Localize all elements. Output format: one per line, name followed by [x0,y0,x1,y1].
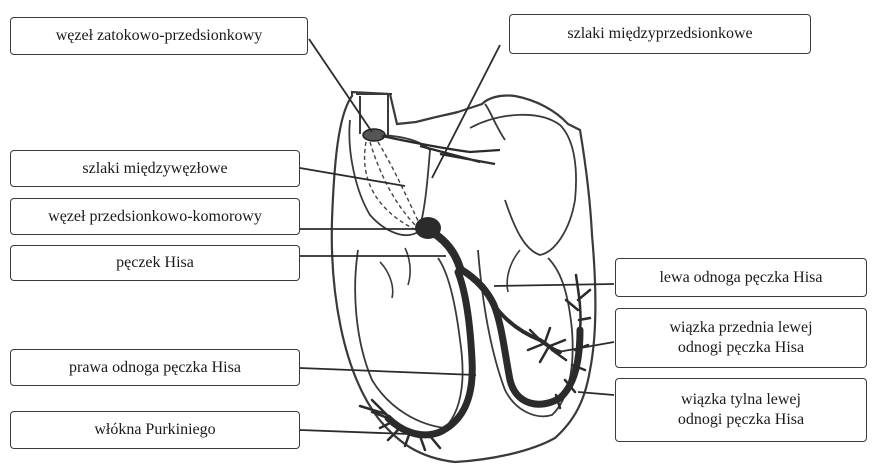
label-left-posterior-fascicle: wiązka tylna lewej odnogi pęczka Hisa [615,378,867,442]
pointer-internodal [300,168,405,186]
label-purkinje-fibers: włókna Purkiniego [10,411,300,449]
bundle-of-his-path [432,232,460,268]
label-left-anterior-fascicle-line2: odnogi pęczka Hisa [678,338,804,358]
left-atrium-outline [470,115,576,255]
internodal-pathway-anterior [378,142,420,225]
label-left-anterior-fascicle-line1: wiązka przednia lewej [669,318,812,338]
right-ventricle-outline [355,250,462,428]
label-left-posterior-fascicle-line1: wiązka tylna lewej [681,390,801,410]
label-av-node: węzeł przedsionkowo-komorowy [10,198,300,235]
label-sa-node: węzeł zatokowo-przedsionkowy [10,17,308,55]
left-atrium-appendage [485,104,505,140]
label-bundle-of-his: pęczek Hisa [10,245,300,281]
pointer-anterior-fascicle [558,342,614,352]
label-interatrial-pathways: szlaki międzyprzedsionkowe [509,14,811,54]
label-left-bundle-branch: lewa odnoga pęczka Hisa [615,258,867,297]
label-left-anterior-fascicle: wiązka przednia lewej odnogi pęczka Hisa [615,308,867,368]
pointer-right-branch [300,368,476,375]
pointer-sa-node [309,39,372,132]
label-internodal-pathways: szlaki międzywęzłowe [10,150,300,187]
sa-node [363,129,385,141]
label-left-posterior-fascicle-line2: odnogi pęczka Hisa [678,410,804,430]
label-right-bundle-branch: prawa odnoga pęczka Hisa [10,349,300,386]
left-bundle-branch-path [462,270,580,404]
